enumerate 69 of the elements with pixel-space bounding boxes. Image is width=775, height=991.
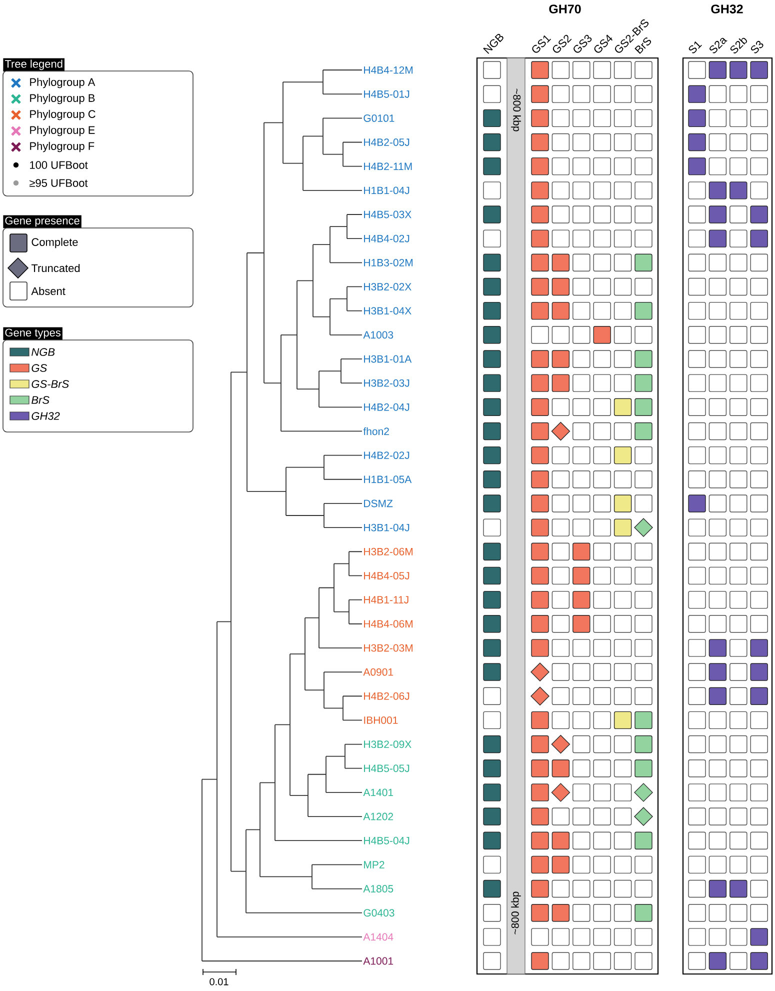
column-label: GS3 bbox=[574, 34, 592, 53]
taxon-label: H1B3-02M bbox=[364, 258, 412, 266]
taxon-label: H4B2-06J bbox=[364, 692, 410, 700]
taxon-label: A0901 bbox=[363, 668, 394, 676]
column-label: S1 bbox=[688, 41, 702, 54]
legend-text: Absent bbox=[31, 286, 66, 296]
legend-text: GS bbox=[32, 364, 47, 372]
taxon-label: H4B1-11J bbox=[364, 596, 408, 604]
taxon-label: H4B4-02J bbox=[364, 234, 410, 242]
taxon-label: H3B1-04X bbox=[364, 307, 412, 315]
taxon-label: A1401 bbox=[363, 788, 394, 796]
column-label: S3 bbox=[750, 40, 764, 54]
legend-text: Phylogroup E bbox=[30, 126, 95, 136]
taxon-label: H3B1-04J bbox=[364, 524, 410, 532]
scale-label: 0.01 bbox=[210, 978, 228, 986]
legend-text: ≥95 UFBoot bbox=[30, 179, 88, 187]
column-label: S2b bbox=[730, 38, 748, 54]
legend-text: Phylogroup B bbox=[30, 94, 95, 104]
region-label: ~800 kbp bbox=[511, 88, 521, 132]
taxon-label: H4B4-05J bbox=[364, 572, 410, 580]
taxon-label: A1404 bbox=[363, 933, 394, 941]
legend-text: GS-BrS bbox=[32, 380, 69, 388]
taxon-label: H4B5-01J bbox=[364, 90, 410, 98]
legend-text: BrS bbox=[32, 396, 50, 404]
column-label: S2a bbox=[710, 38, 728, 54]
column-label: GS4 bbox=[594, 34, 613, 53]
legend-heading: Tree legend bbox=[3, 58, 64, 72]
taxon-label: H4B2-02J bbox=[364, 452, 410, 460]
taxon-label: H4B2-05J bbox=[364, 138, 410, 146]
panel-heading: GH32 bbox=[711, 4, 743, 14]
column-label: GS1 bbox=[532, 35, 551, 53]
taxon-label: A1001 bbox=[363, 957, 394, 965]
taxon-label: H4B5-04J bbox=[364, 836, 410, 844]
taxon-label: H4B5-03X bbox=[364, 210, 412, 218]
taxon-label: MP2 bbox=[364, 861, 384, 868]
taxon-label: H4B4-06M bbox=[364, 620, 412, 628]
taxon-label: DSMZ bbox=[364, 500, 393, 508]
legend-text: GH32 bbox=[32, 412, 60, 420]
taxon-label: A1202 bbox=[363, 812, 394, 820]
legend-text: Phylogroup F bbox=[30, 142, 94, 152]
taxon-label: H3B2-03M bbox=[364, 644, 412, 652]
taxon-label: H3B2-09X bbox=[364, 740, 412, 748]
legend-text: 100 UFBoot bbox=[30, 161, 88, 169]
taxon-label: H4B5-05J bbox=[364, 764, 410, 772]
taxon-label: H4B2-04J bbox=[364, 403, 410, 411]
taxon-label: A1003 bbox=[363, 331, 394, 339]
taxon-label: G0403 bbox=[364, 909, 394, 917]
taxon-label: H3B2-03J bbox=[364, 379, 410, 387]
taxon-label: H3B1-01A bbox=[364, 355, 412, 363]
taxon-label: H3B2-02X bbox=[364, 283, 412, 290]
legend-text: Phylogroup C bbox=[30, 110, 96, 120]
taxon-label: H3B2-06M bbox=[364, 548, 412, 556]
column-label: GS2 bbox=[552, 34, 572, 53]
taxon-label: IBH001 bbox=[364, 716, 398, 724]
taxon-label: H4B2-11M bbox=[364, 162, 412, 170]
taxon-label: A1805 bbox=[363, 885, 394, 892]
taxon-label: G0101 bbox=[364, 114, 394, 122]
legend-text: Phylogroup A bbox=[30, 78, 96, 88]
panel-heading: GH70 bbox=[549, 4, 581, 14]
legend-text: Truncated bbox=[31, 264, 80, 272]
taxon-label: H1B1-04J bbox=[364, 186, 410, 194]
legend-heading: Gene presence bbox=[3, 215, 82, 228]
legend-text: Complete bbox=[32, 238, 78, 248]
taxon-label: H1B1-05A bbox=[364, 476, 412, 484]
taxon-label: H4B4-12M bbox=[364, 66, 412, 74]
taxon-label: fhon2 bbox=[363, 427, 389, 436]
region-label: ~800 kbp bbox=[511, 892, 521, 934]
legend-heading: Gene types bbox=[3, 327, 62, 340]
legend-text: NGB bbox=[32, 348, 55, 356]
